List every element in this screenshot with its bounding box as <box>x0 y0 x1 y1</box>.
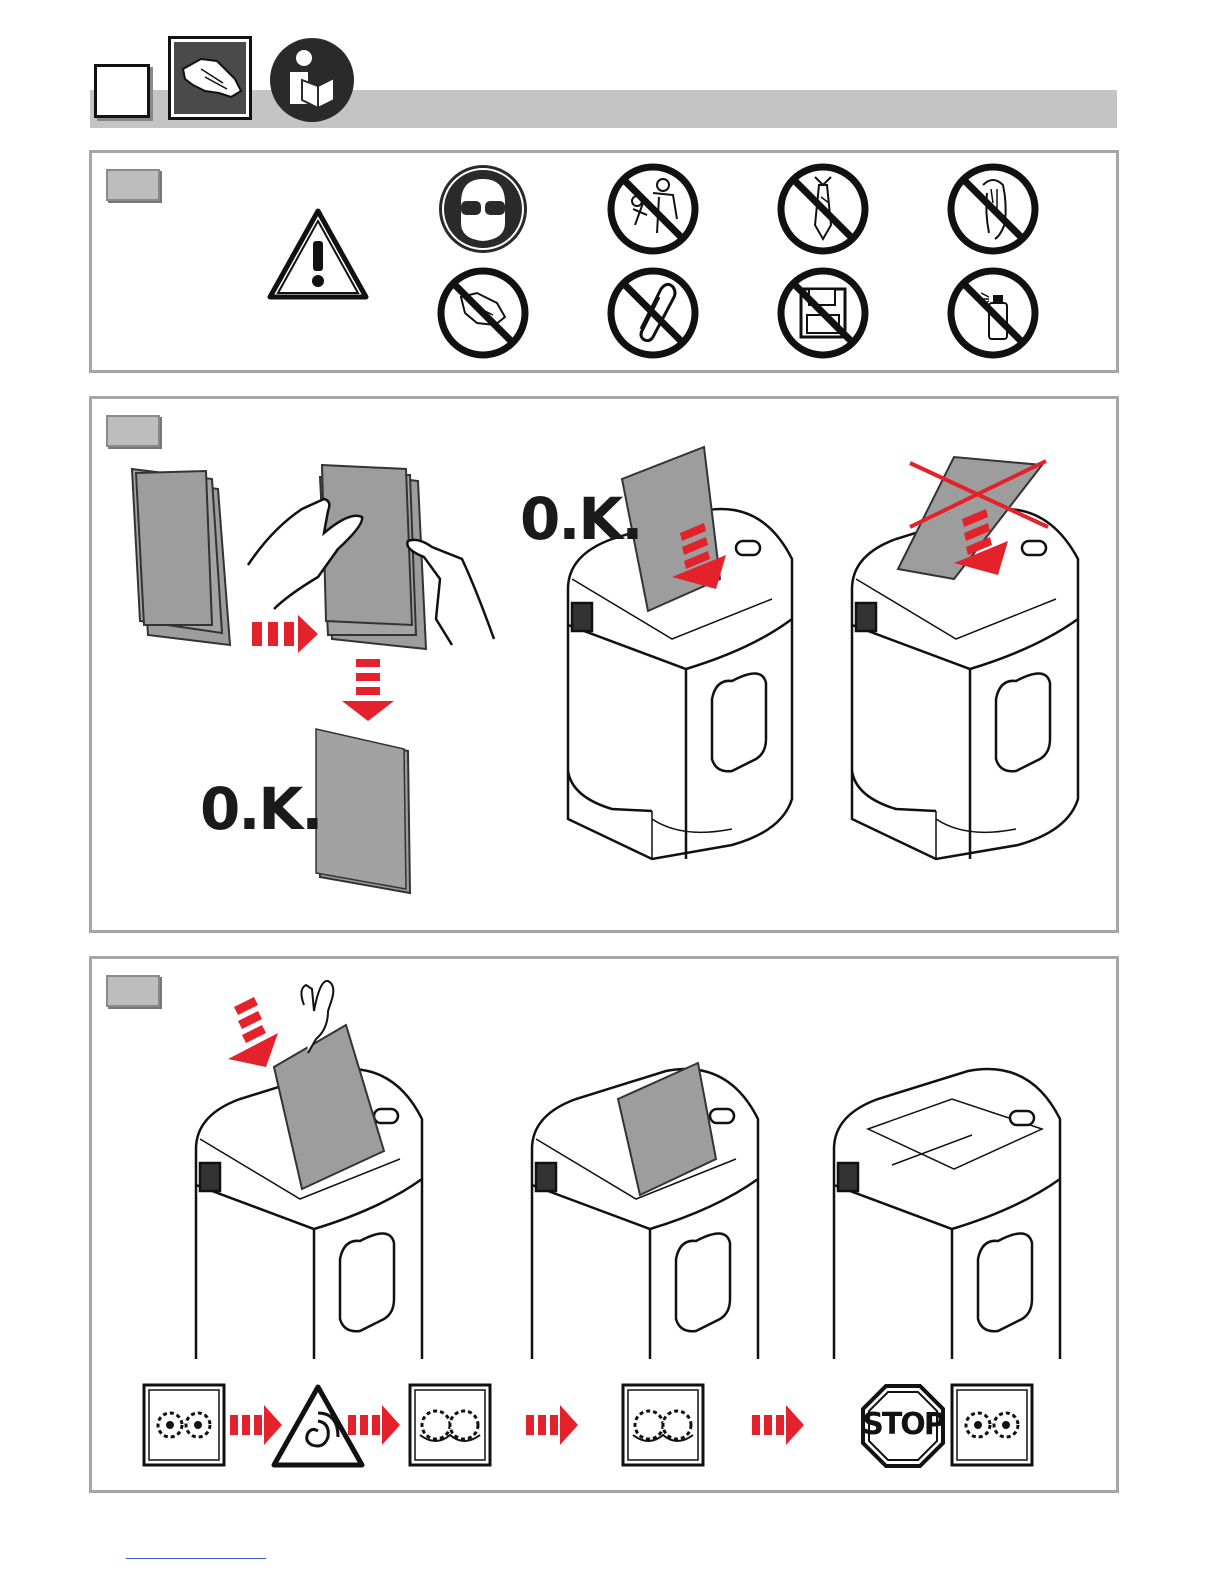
gears-running-icon-2 <box>621 1383 705 1467</box>
no-children-icon <box>607 163 699 255</box>
neat-paper-stack <box>316 729 410 893</box>
safety-section <box>89 150 1119 373</box>
footer-link-line <box>126 1558 266 1559</box>
ok-label-top: 0.K. <box>520 485 641 553</box>
arrow-right-seq-2 <box>346 1401 402 1449</box>
shredder-finished <box>834 1069 1060 1359</box>
gears-running-icon-1 <box>408 1383 492 1467</box>
read-manual-icon <box>268 36 356 124</box>
gears-idle-icon <box>142 1383 226 1467</box>
section-tab-1 <box>106 169 160 201</box>
no-hand-icon <box>437 267 529 359</box>
gears-stopped-icon <box>950 1383 1034 1467</box>
no-aerosol-icon <box>947 267 1039 359</box>
warning-triangle-icon <box>266 207 370 301</box>
arrow-feed-diagonal <box>228 997 278 1067</box>
no-long-hair-icon <box>947 163 1039 255</box>
stop-sign-icon: STOP <box>860 1383 946 1469</box>
paper-feeding-section: 0.K. 0.K. <box>89 396 1119 933</box>
arrow-right-seq-4 <box>750 1401 806 1449</box>
no-paper-clip-icon <box>607 267 699 359</box>
stop-label: STOP <box>860 1407 946 1442</box>
hands-aligning-paper <box>248 465 494 649</box>
arrow-right-1 <box>252 615 318 653</box>
arrow-down-1 <box>342 659 394 721</box>
eye-protection-icon <box>437 163 529 255</box>
no-floppy-disk-icon <box>777 267 869 359</box>
arrow-right-seq-3 <box>524 1401 580 1449</box>
step-number-box <box>94 64 150 118</box>
messy-paper-stack <box>132 469 230 645</box>
shredding-operation-section: STOP <box>89 956 1119 1493</box>
glove-icon <box>168 36 252 120</box>
ok-label-bottom: 0.K. <box>200 775 321 843</box>
no-tie-icon <box>777 163 869 255</box>
